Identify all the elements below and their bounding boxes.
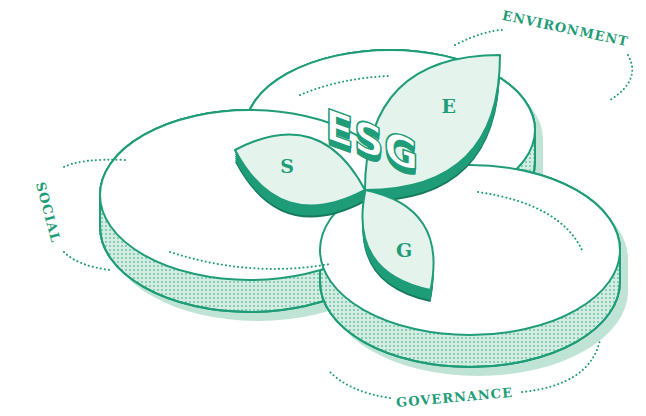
leaf-letter: G — [396, 239, 412, 261]
leaf-letter: S — [280, 155, 294, 177]
pillar-label: GOVERNANCE — [396, 384, 514, 409]
dotted-arcs — [62, 30, 632, 398]
lobe-sides — [100, 50, 620, 367]
pillar-label: SOCIAL — [33, 180, 64, 244]
pillar-label: ENVIRONMENT — [500, 7, 629, 48]
lobe-tops — [100, 50, 620, 335]
leaf-shape: G — [344, 186, 452, 306]
leaf-letter: E — [441, 95, 455, 117]
leaf-top — [362, 190, 433, 290]
